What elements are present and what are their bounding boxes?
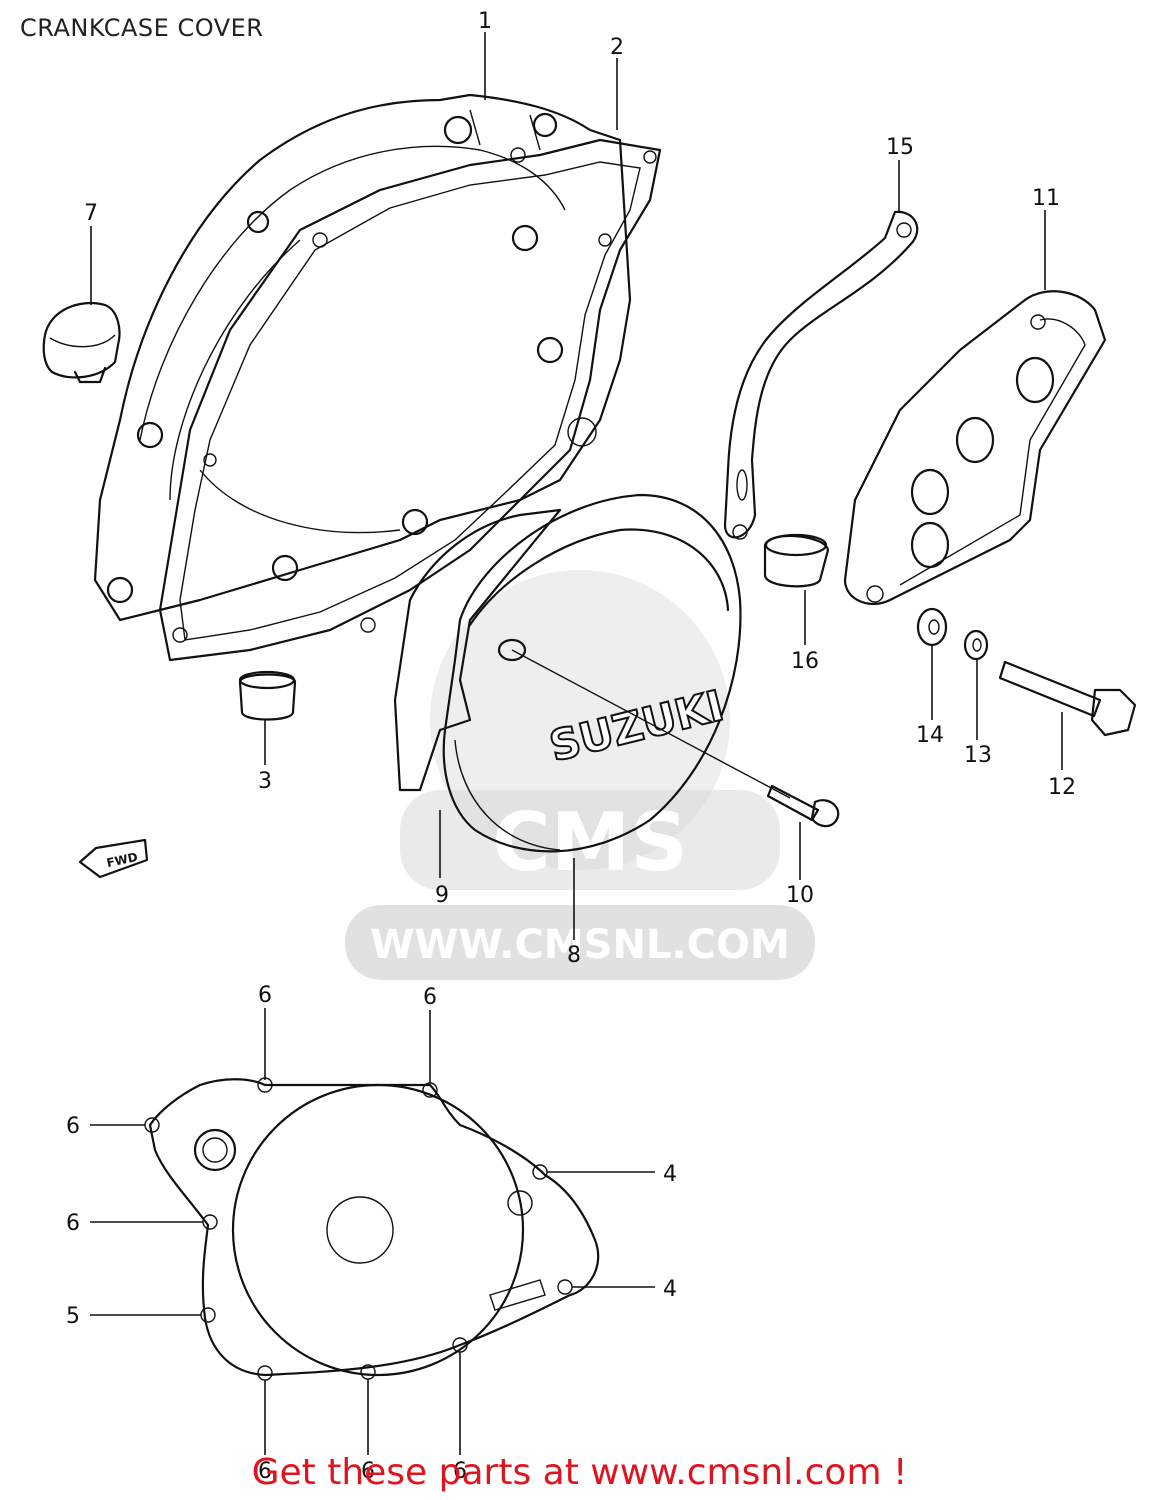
callout-3: 3 — [258, 769, 272, 794]
callout-6-c: 6 — [66, 1114, 80, 1139]
callout-6-g: 6 — [453, 1459, 467, 1484]
callout-8: 8 — [567, 943, 581, 968]
callout-9: 9 — [435, 883, 449, 908]
part-12-bolt[interactable] — [998, 660, 1137, 737]
fwd-label: FWD — [105, 850, 139, 870]
part-3-dowel-pin[interactable] — [238, 670, 297, 721]
part-16-spacer[interactable] — [763, 533, 830, 588]
callout-numbers: 1 2 7 15 11 3 9 8 10 16 14 13 12 6 6 6 6… — [66, 9, 1076, 1484]
callout-14: 14 — [916, 723, 944, 748]
watermark-logo: CMS WWW.CMSNL.COM — [345, 570, 815, 980]
part-9-cover-gasket[interactable] — [393, 508, 562, 792]
footer-link[interactable]: Get these parts at www.cmsnl.com ! — [251, 1452, 908, 1493]
part-15-bracket[interactable] — [723, 210, 919, 540]
watermark-logo-text: CMS — [492, 796, 688, 889]
callout-6-b: 6 — [423, 985, 437, 1010]
part-13-spring-washer[interactable] — [963, 629, 989, 661]
callout-6-d: 6 — [66, 1211, 80, 1236]
watermark-url: WWW.CMSNL.COM — [370, 922, 790, 968]
callout-2: 2 — [610, 35, 624, 60]
fwd-direction-arrow: FWD — [78, 838, 149, 879]
part-10-screw[interactable] — [766, 784, 840, 828]
callout-7: 7 — [84, 201, 98, 226]
callout-4-a: 4 — [663, 1162, 677, 1187]
callout-16: 16 — [791, 649, 819, 674]
part-1-crankcase-cover[interactable] — [93, 93, 632, 622]
callout-6-a: 6 — [258, 983, 272, 1008]
callout-11: 11 — [1032, 186, 1060, 211]
callout-6-f: 6 — [361, 1459, 375, 1484]
leader-lines — [90, 32, 1063, 1455]
callout-1: 1 — [478, 9, 492, 34]
callout-4-b: 4 — [663, 1277, 677, 1302]
callout-10: 10 — [786, 883, 814, 908]
part-7-oil-cap[interactable] — [42, 301, 121, 384]
callout-6-e: 6 — [258, 1459, 272, 1484]
callout-12: 12 — [1048, 775, 1076, 800]
crankcase-cover-lower-view[interactable] — [144, 1077, 600, 1381]
part-2-gasket[interactable] — [158, 138, 662, 662]
callout-5: 5 — [66, 1304, 80, 1329]
callout-15: 15 — [886, 135, 914, 160]
part-11-sprocket-cover[interactable] — [843, 290, 1107, 605]
part-14-washer[interactable] — [916, 607, 948, 647]
callout-13: 13 — [964, 743, 992, 768]
page-title: CRANKCASE COVER — [20, 14, 264, 42]
